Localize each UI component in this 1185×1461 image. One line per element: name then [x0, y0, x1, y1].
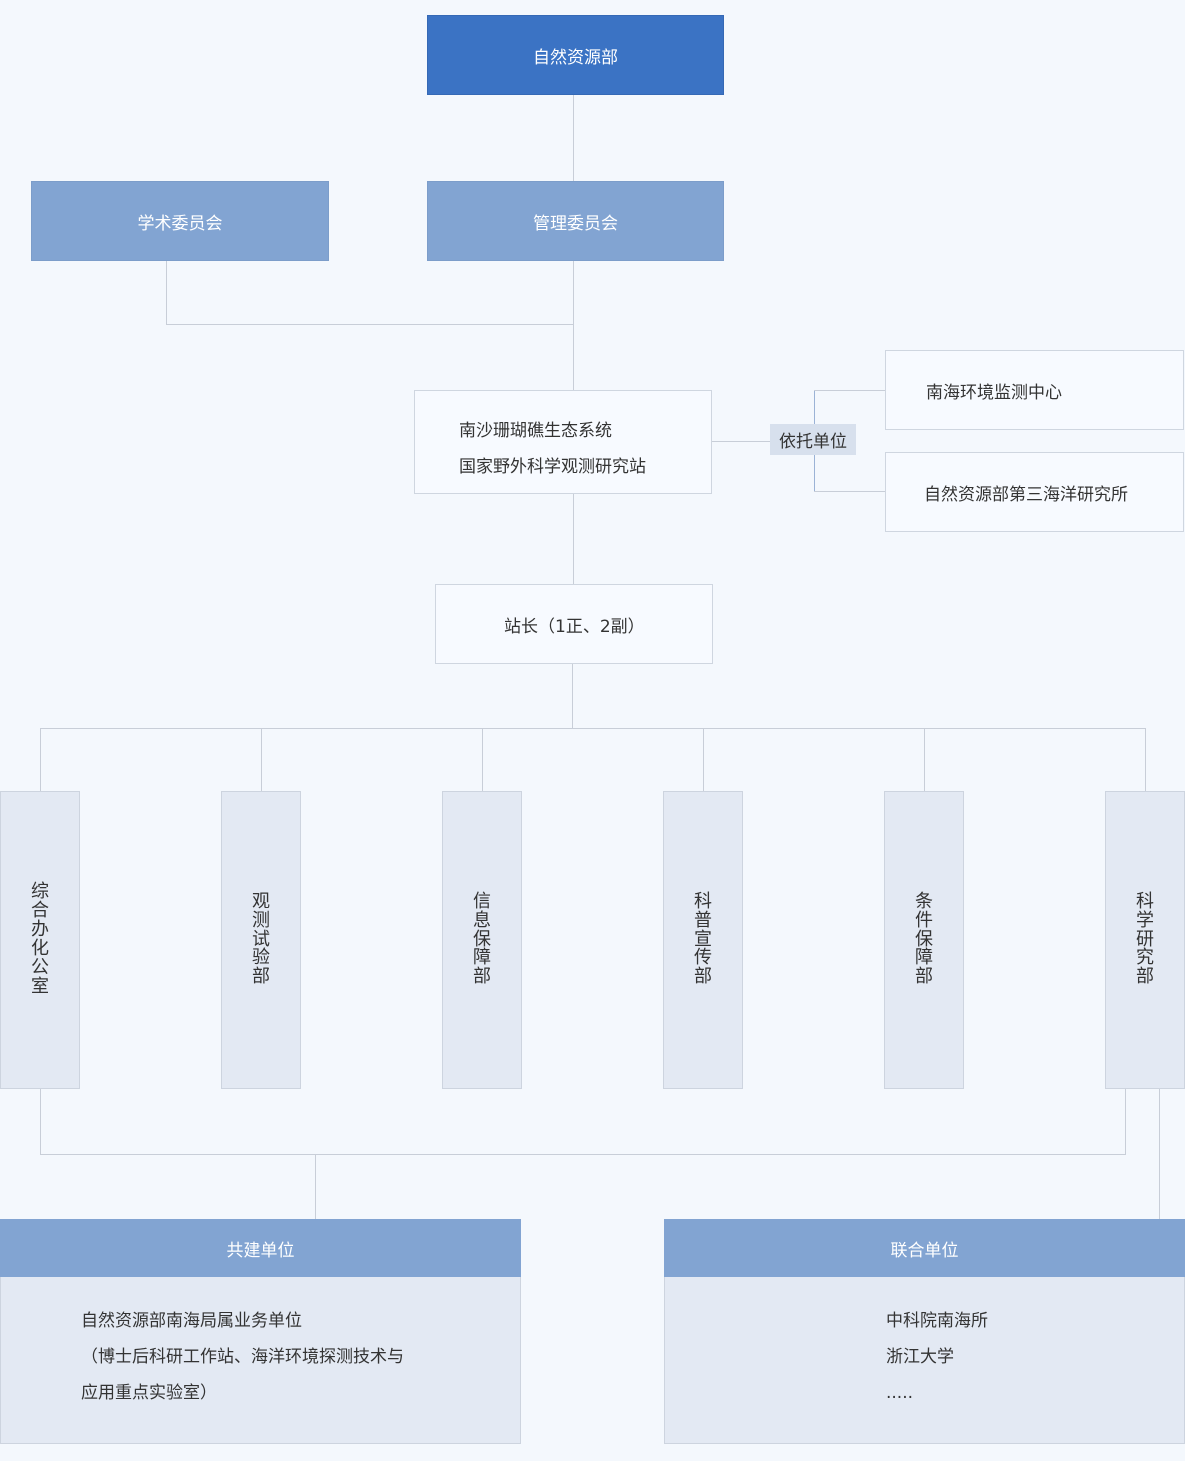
joint-header: 联合单位: [664, 1219, 1185, 1277]
department-box: 观测试验部: [221, 791, 301, 1089]
joint-line: 浙江大学: [886, 1347, 954, 1367]
joint-title: 联合单位: [890, 1240, 959, 1261]
department-label: 综合办化公室: [31, 881, 49, 997]
joint-body: 中科院南海所 浙江大学 .....: [664, 1277, 1185, 1444]
support-unit-node: 自然资源部第三海洋研究所: [885, 452, 1184, 532]
connector: [40, 728, 41, 792]
co-build-header: 共建单位: [0, 1219, 521, 1277]
director-node: 站长（1正、2副）: [435, 584, 713, 664]
connector: [40, 1154, 1126, 1155]
joint-panel: 联合单位 中科院南海所 浙江大学 .....: [664, 1219, 1185, 1444]
support-unit-node: 南海环境监测中心: [885, 350, 1184, 430]
connector: [315, 1154, 316, 1220]
ministry-label: 自然资源部: [533, 47, 618, 68]
connector: [573, 493, 574, 585]
support-unit-label: 南海环境监测中心: [926, 382, 1062, 403]
connector: [166, 260, 167, 324]
connector: [261, 728, 262, 792]
connector: [703, 728, 704, 792]
academic-committee-node: 学术委员会: [31, 181, 329, 261]
management-committee-label: 管理委员会: [533, 213, 618, 234]
management-committee-node: 管理委员会: [427, 181, 724, 261]
connector: [573, 260, 574, 391]
department-box: 科学研究部: [1105, 791, 1185, 1089]
connector: [1145, 728, 1146, 792]
connector: [814, 390, 886, 391]
connector: [1125, 1088, 1126, 1155]
station-name-line2: 国家野外科学观测研究站: [459, 457, 646, 477]
director-label: 站长（1正、2副）: [504, 616, 645, 637]
ministry-node: 自然资源部: [427, 15, 724, 95]
co-build-body: 自然资源部南海局属业务单位 （博士后科研工作站、海洋环境探测技术与 应用重点实验…: [0, 1277, 521, 1444]
department-label: 信息保障部: [473, 890, 491, 988]
support-unit-label: 自然资源部第三海洋研究所: [924, 484, 1128, 505]
connector: [1159, 1088, 1160, 1220]
connector: [573, 94, 574, 182]
academic-committee-label: 学术委员会: [137, 213, 223, 234]
support-unit-tag: 依托单位: [770, 424, 856, 455]
department-label: 科学研究部: [1136, 890, 1154, 988]
department-label: 条件保障部: [915, 890, 933, 988]
connector: [40, 1088, 41, 1154]
department-label: 科普宣传部: [694, 890, 712, 988]
co-build-line: （博士后科研工作站、海洋环境探测技术与: [81, 1347, 404, 1367]
department-box: 综合办化公室: [0, 791, 80, 1089]
connector: [814, 491, 886, 492]
connector: [40, 728, 1146, 729]
support-unit-tag-label: 依托单位: [779, 432, 847, 452]
connector: [166, 324, 574, 325]
department-label: 观测试验部: [252, 890, 270, 988]
co-build-line: 自然资源部南海局属业务单位: [81, 1311, 302, 1331]
department-box: 条件保障部: [884, 791, 964, 1089]
station-node: 南沙珊瑚礁生态系统 国家野外科学观测研究站: [414, 390, 712, 494]
connector: [482, 728, 483, 792]
connector: [924, 728, 925, 792]
co-build-panel: 共建单位 自然资源部南海局属业务单位 （博士后科研工作站、海洋环境探测技术与 应…: [0, 1219, 521, 1444]
joint-line: .....: [886, 1383, 914, 1403]
joint-line: 中科院南海所: [886, 1311, 988, 1331]
co-build-line: 应用重点实验室）: [81, 1383, 217, 1403]
connector: [572, 663, 573, 729]
department-box: 科普宣传部: [663, 791, 743, 1089]
co-build-title: 共建单位: [226, 1240, 295, 1261]
station-name-line1: 南沙珊瑚礁生态系统: [459, 421, 612, 441]
department-box: 信息保障部: [442, 791, 522, 1089]
connector: [711, 441, 771, 442]
